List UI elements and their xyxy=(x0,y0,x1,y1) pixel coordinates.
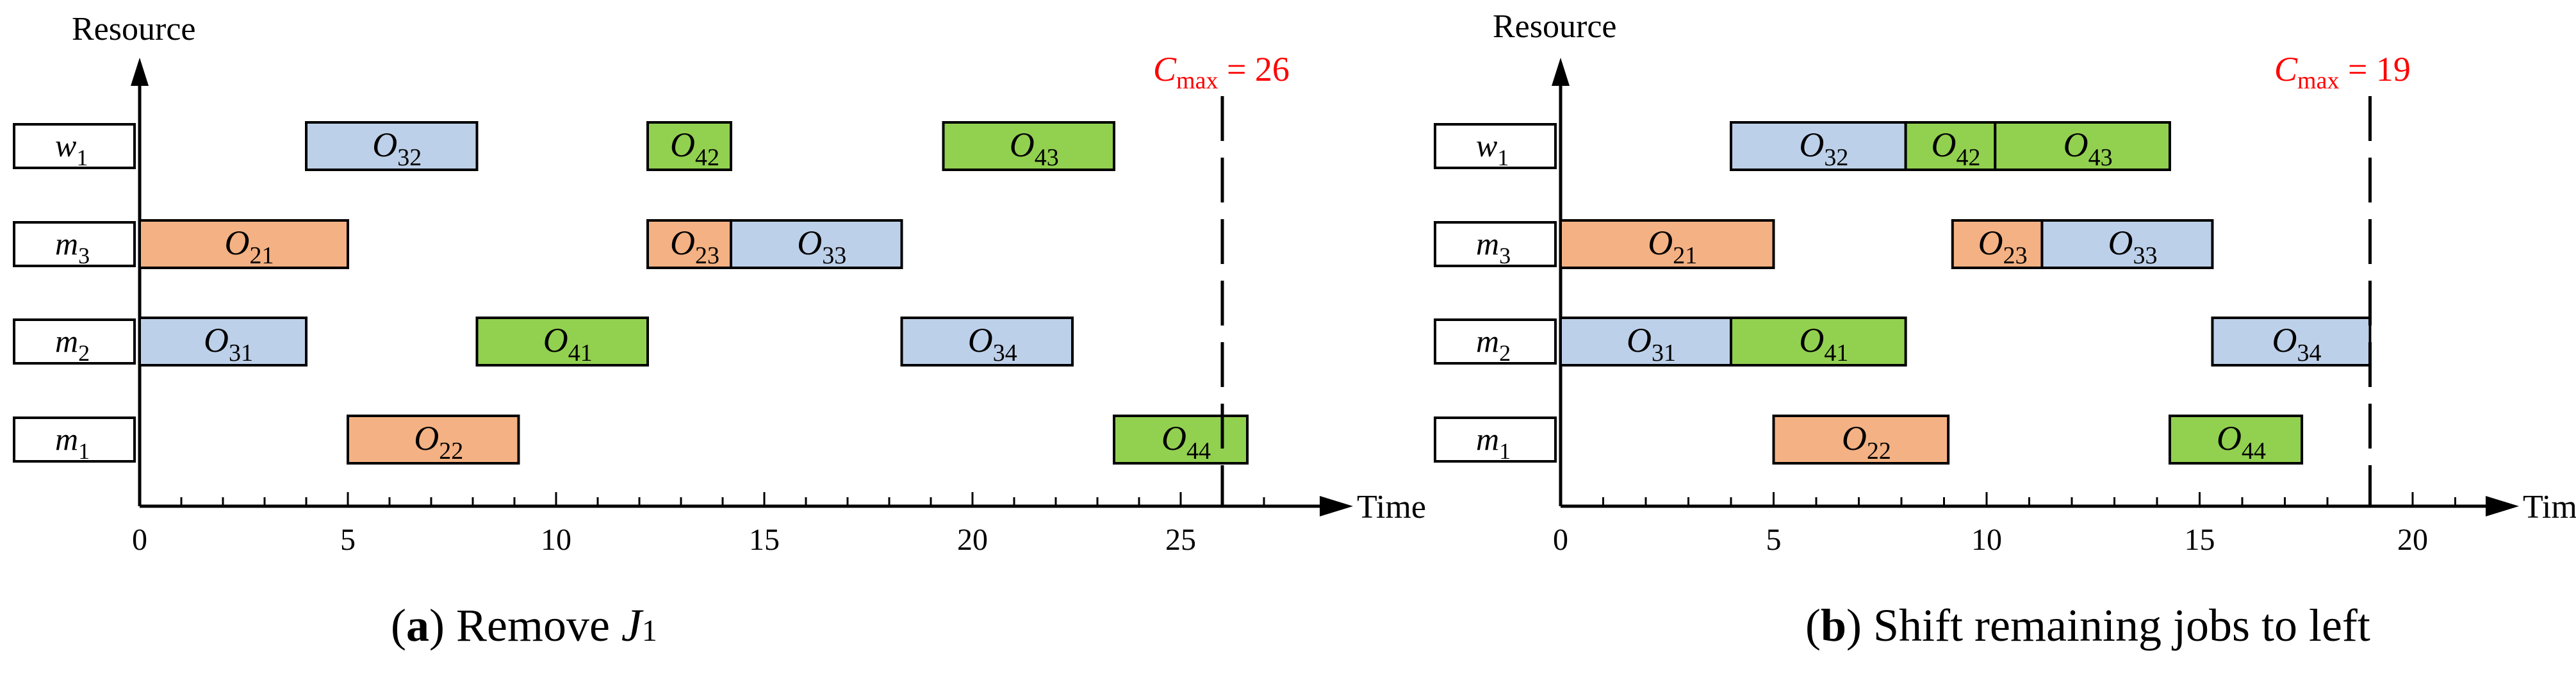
task-label-o33: O33 xyxy=(2108,224,2157,269)
resource-label-m2: m2 xyxy=(1476,323,1511,366)
task-label-o44: O44 xyxy=(1161,419,1211,465)
task-bar-o42 xyxy=(646,121,732,171)
resource-label-m1: m1 xyxy=(1476,421,1511,464)
resource-box xyxy=(13,221,136,267)
task-bar-o23 xyxy=(646,219,732,269)
resource-label-m2: m2 xyxy=(55,323,90,366)
caption-a-job-sub: 1 xyxy=(641,614,657,648)
x-tick-label: 10 xyxy=(1971,523,2002,557)
caption-b-text: Shift remaining jobs to left xyxy=(1873,600,2370,651)
task-label-o42: O42 xyxy=(670,126,719,171)
x-tick-label: 25 xyxy=(1165,523,1196,557)
task-label-o41: O41 xyxy=(1799,321,1848,367)
resource-box xyxy=(13,416,136,463)
task-bar-o33 xyxy=(730,219,903,269)
x-tick-label: 0 xyxy=(132,523,147,557)
task-bar-o41 xyxy=(475,317,649,367)
task-bar-o22 xyxy=(1772,415,1950,465)
resource-box xyxy=(1434,416,1557,463)
resource-label-w1: w1 xyxy=(55,128,88,170)
task-bar-o34 xyxy=(900,317,1074,367)
task-bar-o23 xyxy=(1951,219,2044,269)
task-bar-o43 xyxy=(942,121,1115,171)
task-bar-o21 xyxy=(138,219,349,269)
task-label-o23: O23 xyxy=(670,224,719,269)
task-label-o43: O43 xyxy=(2063,126,2113,171)
y-axis-arrow xyxy=(1552,58,1570,86)
task-label-o22: O22 xyxy=(414,419,463,465)
caption-b-letter: b xyxy=(1820,600,1847,651)
caption-a-job: J xyxy=(621,600,642,651)
resource-box xyxy=(1434,221,1557,267)
x-axis-arrow xyxy=(2486,496,2519,516)
task-label-o34: O34 xyxy=(968,321,1017,367)
task-bar-o44 xyxy=(2168,415,2304,465)
task-bar-o34 xyxy=(2211,317,2372,367)
resource-box xyxy=(13,318,136,365)
task-label-o23: O23 xyxy=(1978,224,2028,269)
caption-a-text: Remove xyxy=(455,600,621,651)
x-tick-label: 5 xyxy=(340,523,356,557)
task-label-o44: O44 xyxy=(2217,419,2266,465)
task-bar-o44 xyxy=(1113,415,1249,465)
y-axis-arrow xyxy=(131,58,149,86)
resource-label-w1: w1 xyxy=(1476,128,1509,170)
caption-a-letter: a xyxy=(406,600,429,651)
task-label-o34: O34 xyxy=(2272,321,2321,367)
task-bar-o33 xyxy=(2040,219,2214,269)
y-axis-label: Resource xyxy=(1493,8,1616,45)
task-bar-o21 xyxy=(1559,219,1775,269)
task-label-o32: O32 xyxy=(1799,126,1848,171)
task-bar-o22 xyxy=(347,415,520,465)
task-label-o32: O32 xyxy=(372,126,422,171)
task-label-o33: O33 xyxy=(797,224,846,269)
x-tick-label: 10 xyxy=(541,523,571,557)
task-bar-o42 xyxy=(1904,121,1997,171)
x-tick-label: 0 xyxy=(1553,523,1568,557)
x-axis-label: Time xyxy=(1357,489,1426,525)
task-label-o21: O21 xyxy=(1648,224,1697,269)
cmax-label: Cmax = 26 xyxy=(1153,50,1290,94)
resource-box xyxy=(1434,318,1557,365)
caption-a: (a) Remove J1 xyxy=(391,600,657,651)
x-tick-label: 15 xyxy=(2185,523,2215,557)
task-bar-o31 xyxy=(138,317,308,367)
resource-label-m1: m1 xyxy=(55,421,90,464)
resource-box xyxy=(1434,123,1557,169)
x-axis-label: Time xyxy=(2523,489,2576,525)
x-tick-label: 5 xyxy=(1766,523,1782,557)
x-tick-label: 20 xyxy=(2397,523,2428,557)
resource-label-m3: m3 xyxy=(1476,226,1511,268)
x-tick-label: 20 xyxy=(957,523,988,557)
task-label-o41: O41 xyxy=(543,321,593,367)
task-label-o31: O31 xyxy=(1627,321,1676,367)
task-label-o31: O31 xyxy=(204,321,253,367)
task-bar-o41 xyxy=(1730,317,1907,367)
resource-box xyxy=(13,123,136,169)
task-label-o22: O22 xyxy=(1842,419,1891,465)
y-axis-label: Resource xyxy=(72,11,195,47)
task-bar-o32 xyxy=(305,121,479,171)
x-axis-arrow xyxy=(1320,496,1353,516)
task-label-o43: O43 xyxy=(1010,126,1059,171)
caption-b: (b) Shift remaining jobs to left xyxy=(1805,600,2370,651)
resource-label-m3: m3 xyxy=(55,226,90,268)
task-label-o21: O21 xyxy=(225,224,274,269)
task-label-o42: O42 xyxy=(1931,126,1980,171)
x-tick-label: 15 xyxy=(749,523,780,557)
cmax-label: Cmax = 19 xyxy=(2274,50,2411,94)
task-bar-o43 xyxy=(1994,121,2171,171)
